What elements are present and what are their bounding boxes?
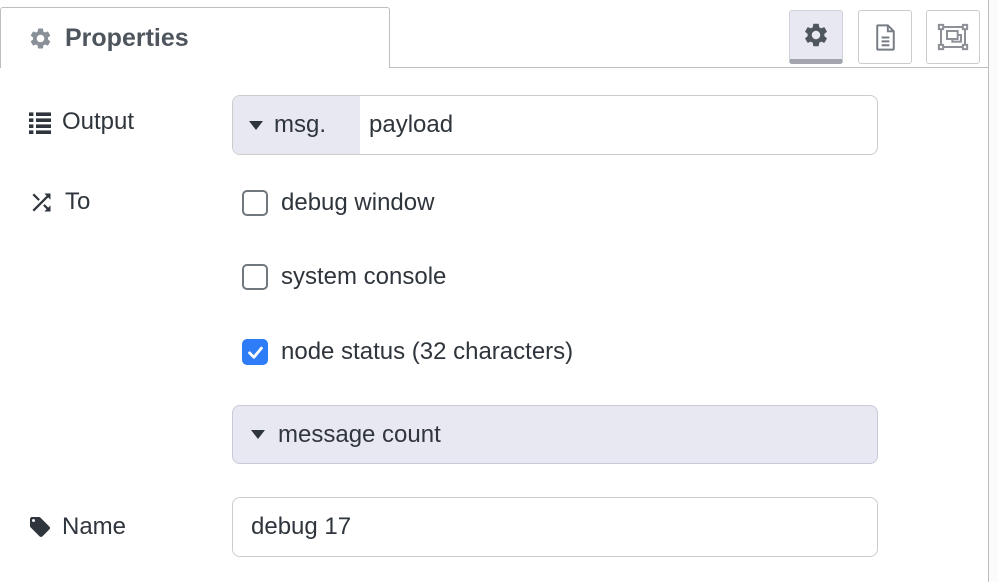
system-console-checkbox-label[interactable]: system console xyxy=(281,263,447,290)
output-label: Output xyxy=(28,108,134,136)
node-status-checkbox-row[interactable]: node status (32 characters) xyxy=(242,338,573,366)
debug-window-checkbox-label[interactable]: debug window xyxy=(281,189,435,216)
tab-properties[interactable]: Properties xyxy=(0,7,390,68)
system-console-checkbox-row[interactable]: system console xyxy=(242,263,446,291)
caret-down-icon xyxy=(249,120,263,130)
list-icon xyxy=(28,110,52,134)
to-label: To xyxy=(28,188,90,216)
caret-down-icon xyxy=(251,430,265,439)
output-label-text: Output xyxy=(62,108,135,135)
gear-icon xyxy=(802,21,830,49)
status-type-selected-value: message count xyxy=(278,420,441,448)
tab-properties-label: Properties xyxy=(65,23,189,52)
tag-icon xyxy=(28,515,52,539)
name-input[interactable] xyxy=(233,498,877,556)
typed-input-type-label: msg. xyxy=(274,111,327,138)
checkmark-icon xyxy=(246,343,265,362)
name-label-text: Name xyxy=(62,513,127,540)
output-typed-input: msg. xyxy=(232,95,878,155)
node-status-checkbox[interactable] xyxy=(242,339,268,365)
object-group-icon xyxy=(937,21,969,53)
name-label: Name xyxy=(28,513,126,541)
status-type-dropdown[interactable]: message count xyxy=(232,405,878,464)
system-console-checkbox[interactable] xyxy=(242,264,268,290)
appearance-tab-button[interactable] xyxy=(926,10,980,64)
debug-window-checkbox[interactable] xyxy=(242,190,268,216)
shuffle-icon xyxy=(28,189,55,216)
document-icon xyxy=(870,22,901,53)
node-status-checkbox-label[interactable]: node status (32 characters) xyxy=(281,338,574,365)
description-tab-button[interactable] xyxy=(858,10,912,64)
output-property-input[interactable] xyxy=(360,96,877,154)
gear-icon xyxy=(28,26,53,51)
tab-row-divider xyxy=(390,67,989,68)
debug-window-checkbox-row[interactable]: debug window xyxy=(242,189,434,217)
name-field xyxy=(232,497,878,557)
panel-right-edge xyxy=(988,0,998,582)
to-label-text: To xyxy=(65,188,91,215)
properties-tab-button[interactable] xyxy=(789,10,843,64)
typed-input-type-button[interactable]: msg. xyxy=(233,96,360,154)
